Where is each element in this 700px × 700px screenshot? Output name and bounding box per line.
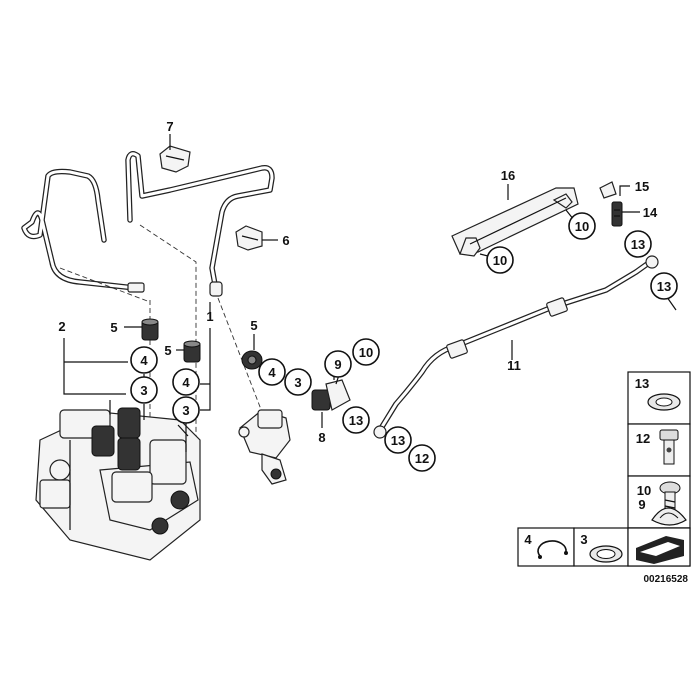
legend-item-12: 12 [636, 429, 679, 465]
callout-13b: 13 [384, 426, 412, 454]
svg-text:11: 11 [507, 358, 521, 373]
svg-text:15: 15 [635, 179, 649, 194]
callout-8: 8 [318, 430, 325, 445]
callout-9: 9 [324, 350, 352, 378]
svg-text:3: 3 [182, 403, 189, 418]
legend-item-10: 10 [637, 481, 681, 521]
callout-3c: 3 [284, 368, 312, 396]
callout-15: 15 [635, 179, 649, 194]
bushing-5b [183, 340, 201, 363]
svg-text:5: 5 [110, 320, 117, 335]
clip-6 [235, 225, 263, 251]
callout-12: 12 [408, 444, 436, 472]
callout-14: 14 [643, 205, 658, 220]
svg-text:13: 13 [635, 376, 649, 391]
callout-16: 16 [501, 168, 515, 183]
callout-4b: 4 [172, 368, 200, 396]
clip-7 [159, 145, 191, 173]
svg-text:13: 13 [391, 433, 405, 448]
svg-text:4: 4 [182, 375, 190, 390]
svg-text:10: 10 [637, 483, 651, 498]
brake-line-2 [21, 168, 145, 293]
callout-4c: 4 [258, 358, 286, 386]
callout-11: 11 [507, 358, 521, 373]
legend-item-13: 13 [635, 376, 681, 411]
svg-text:5: 5 [164, 343, 171, 358]
svg-text:10: 10 [359, 345, 373, 360]
brake-hose-11 [373, 255, 659, 439]
cap-15 [599, 181, 617, 199]
callout-5b: 5 [164, 343, 171, 358]
callout-13a: 13 [342, 406, 370, 434]
svg-text:8: 8 [318, 430, 325, 445]
callout-6: 6 [282, 233, 289, 248]
callout-7: 7 [166, 119, 173, 134]
legend-table: 13 12 10 9 4 [517, 371, 691, 585]
arrow-symbol-icon [636, 536, 684, 564]
svg-text:3: 3 [580, 532, 587, 547]
diagram-code: 00216528 [644, 574, 689, 585]
callout-13c: 13 [624, 230, 652, 258]
svg-text:6: 6 [282, 233, 289, 248]
legend-item-9: 9 [638, 497, 687, 526]
svg-text:5: 5 [250, 318, 257, 333]
master-cylinder [238, 409, 291, 485]
svg-text:3: 3 [294, 375, 301, 390]
svg-text:1: 1 [206, 309, 213, 324]
callout-10c: 10 [568, 212, 596, 240]
brake-line-1 [125, 151, 275, 297]
callout-4a: 4 [130, 346, 158, 374]
bushing-5c [241, 350, 263, 370]
callout-3b: 3 [172, 396, 200, 424]
svg-text:4: 4 [140, 353, 148, 368]
svg-text:10: 10 [575, 219, 589, 234]
bushing-5a [141, 318, 159, 341]
callout-13d: 13 [650, 272, 678, 300]
legend-item-3: 3 [580, 532, 623, 563]
svg-text:14: 14 [643, 205, 658, 220]
svg-text:9: 9 [334, 357, 341, 372]
bleed-valve-14 [611, 201, 623, 227]
callout-5c: 5 [250, 318, 257, 333]
guide-lines [59, 224, 263, 440]
svg-text:10: 10 [493, 253, 507, 268]
callout-10b: 10 [486, 246, 514, 274]
svg-text:4: 4 [268, 365, 276, 380]
leader-lines [63, 134, 677, 452]
svg-text:3: 3 [140, 383, 147, 398]
legend-item-4: 4 [524, 532, 568, 559]
svg-text:12: 12 [415, 451, 429, 466]
svg-text:16: 16 [501, 168, 515, 183]
connector-8 [311, 371, 351, 411]
callout-3a: 3 [130, 376, 158, 404]
svg-text:13: 13 [631, 237, 645, 252]
bracket-16 [451, 187, 579, 257]
callout-5a: 5 [110, 320, 117, 335]
svg-text:7: 7 [166, 119, 173, 134]
svg-text:13: 13 [657, 279, 671, 294]
callout-10a: 10 [352, 338, 380, 366]
callout-2: 2 [58, 319, 65, 334]
abs-modulator [35, 400, 201, 561]
svg-text:2: 2 [58, 319, 65, 334]
svg-text:12: 12 [636, 431, 650, 446]
svg-text:9: 9 [638, 497, 645, 512]
svg-text:13: 13 [349, 413, 363, 428]
callout-1: 1 [206, 309, 213, 324]
svg-text:4: 4 [524, 532, 532, 547]
